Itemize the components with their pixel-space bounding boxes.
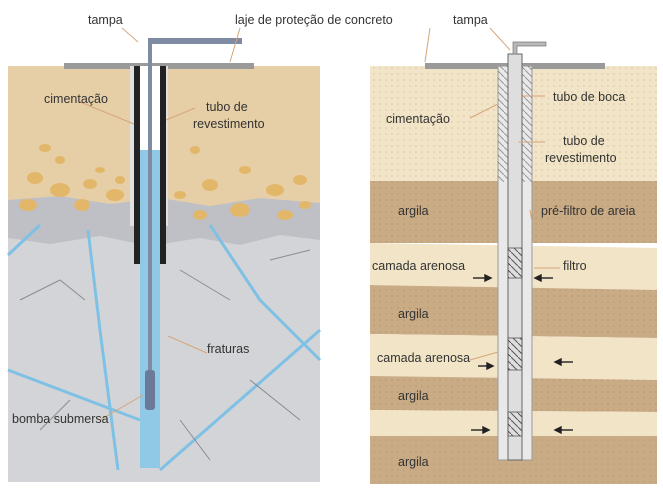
left-casing-right [160,66,166,264]
left-casing-left [134,66,140,264]
right-filters [507,247,523,437]
left-cracks [19,249,311,461]
left-pump [145,370,155,410]
right-tube-outlet [512,41,547,55]
right-label-tubo-revestimento-2: revestimento [545,151,617,165]
right-label-argila-3: argila [398,389,429,403]
left-label-cementacao: cimentação [44,92,108,106]
right-label-argila-1: argila [398,204,429,218]
left-label-tubo-revestimento-1: tubo de [206,100,248,114]
right-label-tubo-revestimento-1: tubo de [563,134,605,148]
left-label-bomba-submersa: bomba submersa [12,412,109,426]
left-diagram: tampa cimentação tubo de revestimento fr… [6,13,322,482]
left-fractures [6,223,322,472]
left-leaders [79,27,241,421]
left-label-tampa: tampa [88,13,123,27]
left-pebbles [19,144,311,220]
left-label-tubo-revestimento-2: revestimento [193,117,265,131]
right-label-tubo-de-boca: tubo de boca [553,90,625,104]
right-label-pre-filtro: pré-filtro de areia [541,204,636,218]
right-label-tampa: tampa [453,13,488,27]
right-label-camada-arenosa-2: camada arenosa [377,351,470,365]
right-leaders [424,27,560,361]
right-label-filtro: filtro [563,259,587,273]
label-laje-de-protecao: laje de proteção de concreto [235,13,393,27]
right-label-cementacao: cimentação [386,112,450,126]
left-pump-pipe [148,40,152,380]
right-diagram: tampa tubo de boca cimentação tubo de re… [370,13,657,484]
left-pump-outlet [148,38,242,44]
right-label-camada-arenosa-1: camada arenosa [372,259,465,273]
right-flow-arrows [471,273,573,435]
right-label-argila-2: argila [398,307,429,321]
left-label-fraturas: fraturas [207,342,249,356]
right-label-argila-4: argila [398,455,429,469]
